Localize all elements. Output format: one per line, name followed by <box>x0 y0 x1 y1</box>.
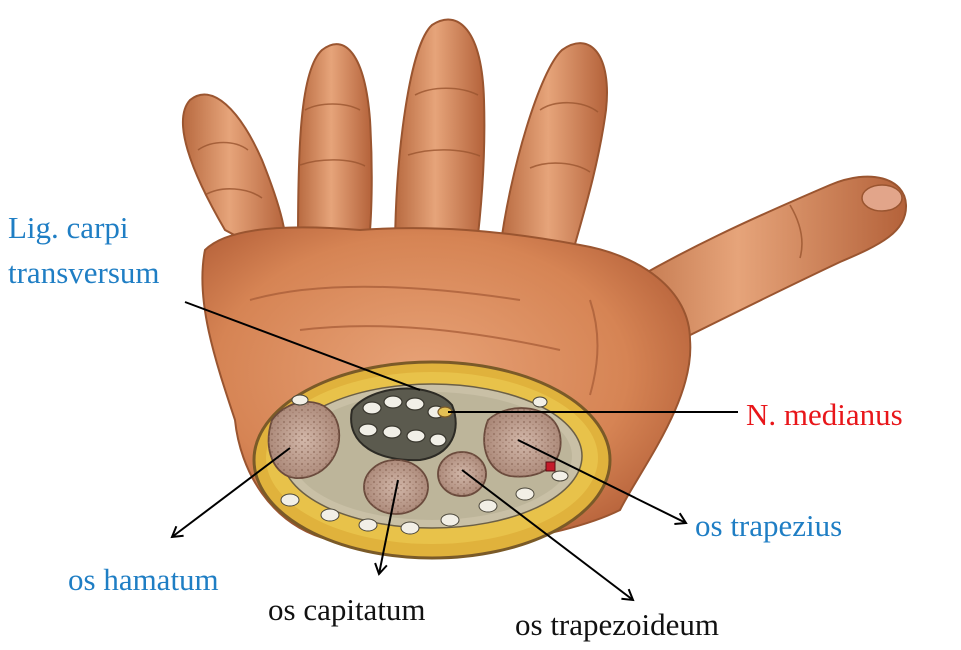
label-os-capitatum: os capitatum <box>268 592 426 628</box>
label-os-hamatum: os hamatum <box>68 562 219 598</box>
label-lig-carpi-line1: Lig. carpi <box>8 210 129 246</box>
artery-marker <box>546 462 555 471</box>
index-finger <box>500 43 607 262</box>
ring-finger <box>298 44 372 250</box>
middle-finger <box>395 20 484 252</box>
trapezoid-bone <box>438 452 486 496</box>
label-os-trapezius: os trapezius <box>695 508 842 544</box>
label-lig-carpi-line2: transversum <box>8 255 160 291</box>
label-n-medianus: N. medianus <box>746 397 903 433</box>
label-os-trapezoideum: os trapezoideum <box>515 607 719 643</box>
thumbnail <box>862 185 902 211</box>
